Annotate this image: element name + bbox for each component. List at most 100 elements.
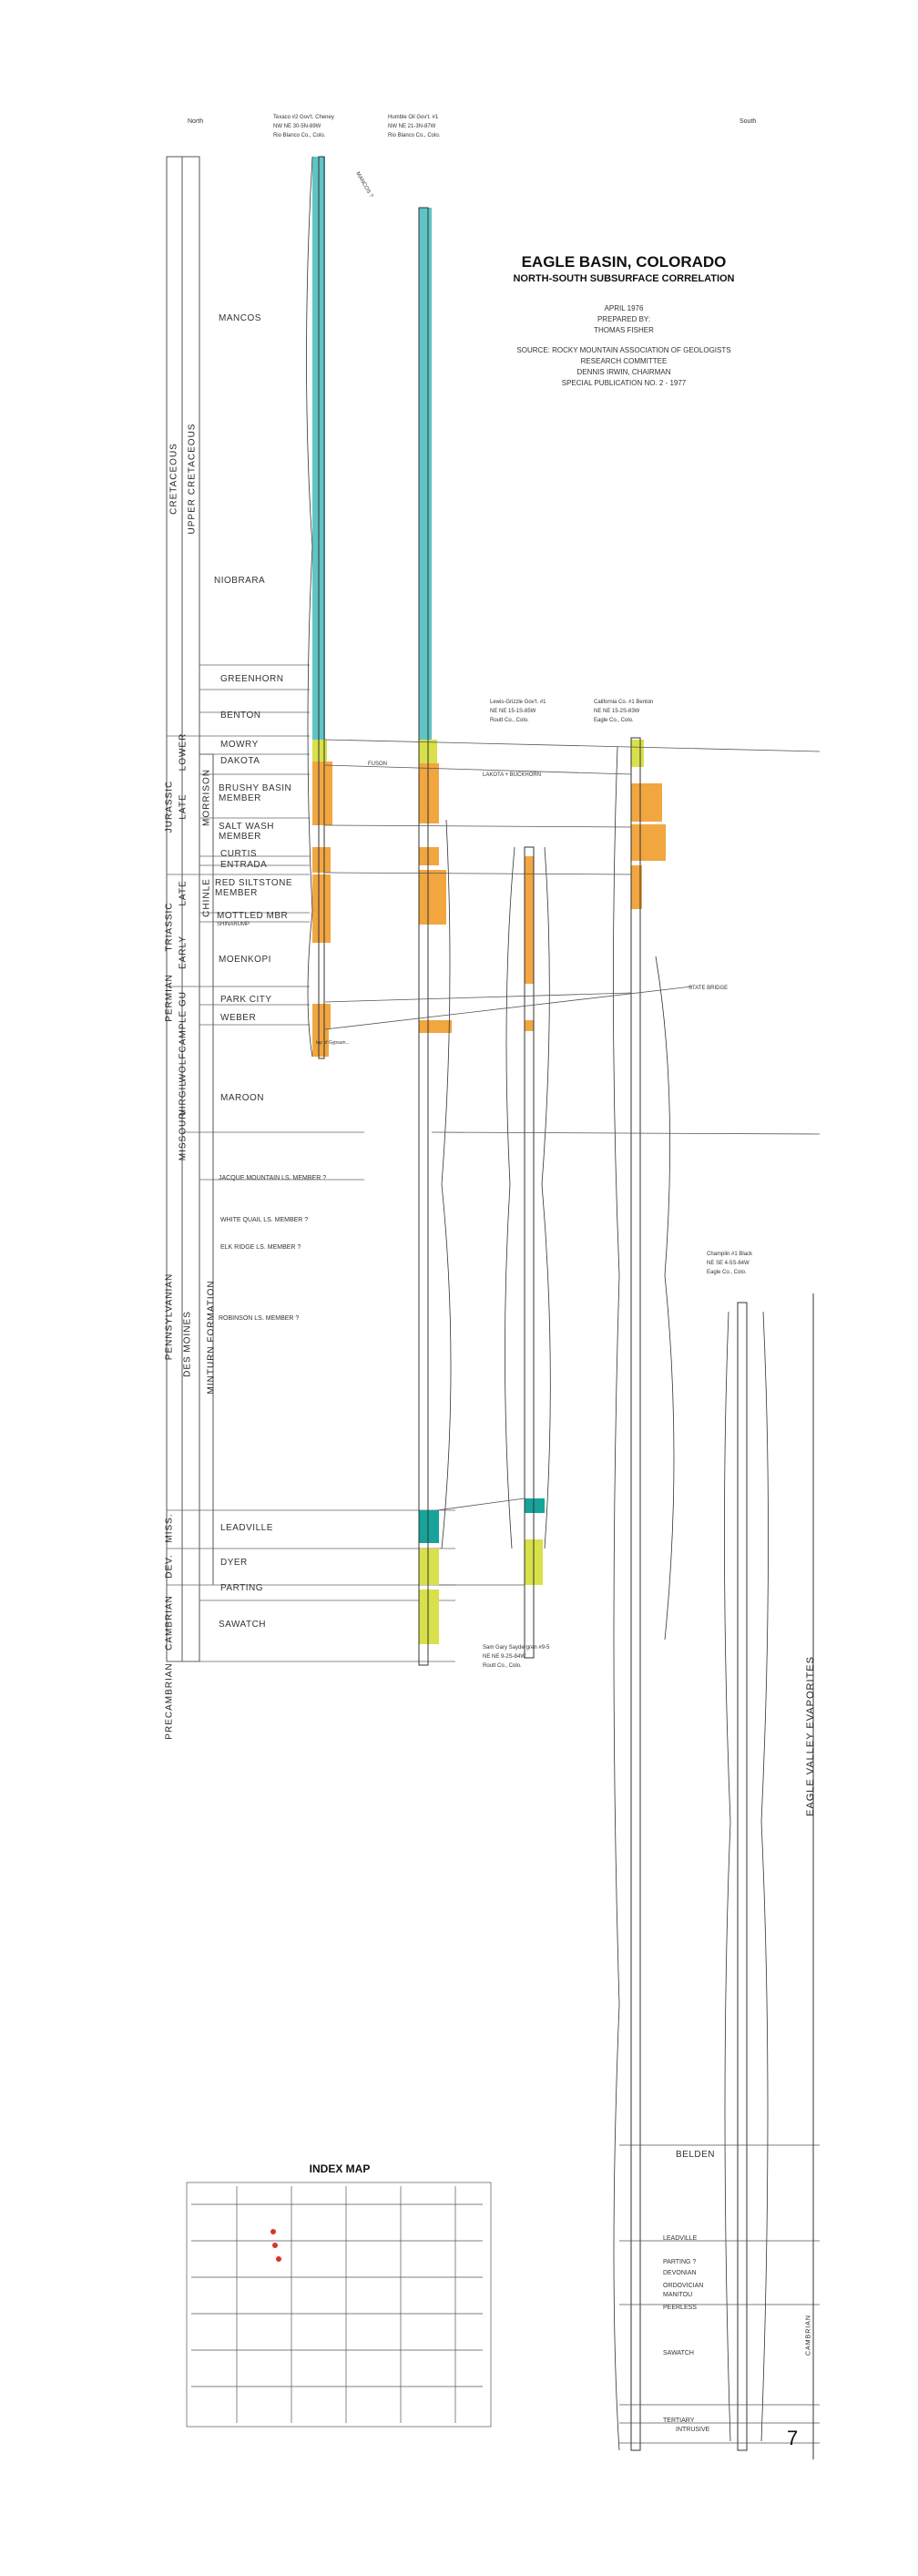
fm-mancos: MANCOS [219, 313, 261, 323]
fm-dyer: DYER [220, 1558, 248, 1568]
cal-orange-fill-3 [631, 865, 642, 909]
source-text: SOURCE: ROCKY MOUNTAIN ASSOCIATION OF GE… [516, 346, 731, 354]
well-name-3: Lewis-Grizzle Gov't. #1 [490, 700, 546, 705]
system-pennsylvanian: PENNSYLVANIAN [164, 1273, 175, 1361]
fm-curtis: CURTIS [220, 849, 258, 859]
anno-state-bridge: STATE BRIDGE [688, 986, 729, 991]
well-county-2: Rio Blanco Co., Colo. [388, 133, 441, 138]
series-late-jurassic: LATE [178, 793, 189, 820]
well-log-lewis-grizzle [505, 846, 551, 1659]
prepared-by-text: PREPARED BY: [597, 315, 651, 323]
chart-title: EAGLE BASIN, COLORADO [521, 253, 727, 271]
series-upper-cretaceous: UPPER CRETACEOUS [187, 423, 198, 535]
fm-mowry: MOWRY [220, 740, 259, 750]
fm-maroon: MAROON [220, 1093, 264, 1103]
dakota-yellow-fill [312, 740, 327, 762]
system-cretaceous: CRETACEOUS [168, 443, 179, 515]
cal-orange-fill-2 [631, 824, 666, 861]
well-loc-4: NE NE 15-2S-83W [594, 709, 640, 714]
well-county-1: Rio Blanco Co., Colo. [273, 133, 326, 138]
well-name-1: Texaco #2 Gov't. Cheney [273, 115, 334, 120]
anno-lakota: LAKOTA + BUCKHORN [483, 772, 542, 778]
well-name-5: Sam Gary Saydergren #9-5 [483, 1645, 550, 1651]
lewis-orange-fill [525, 856, 534, 984]
series-lower: LOWER [178, 732, 189, 772]
anno-fuson: FUSON [368, 762, 387, 767]
group-minturn: MINTURN FORMATION [206, 1280, 217, 1395]
mancos-cyan-fill-2 [419, 208, 432, 740]
group-chinle: CHINLE [201, 878, 212, 917]
well-county-3: Routt Co., Colo. [490, 718, 529, 723]
chinle-orange-fill [312, 874, 331, 943]
fm-shinarump: SHINARUMP [217, 922, 250, 927]
well-loc-3: NE NE 15-1S-85W [490, 709, 536, 714]
sawatch-yellow-fill [419, 1590, 439, 1644]
index-map [186, 2182, 492, 2428]
anno-manitou: MANITOU [663, 2292, 693, 2298]
page-number: 7 [787, 2427, 799, 2449]
well-county-6: Eagle Co., Colo. [707, 1270, 747, 1275]
fm-weber: WEBER [220, 1013, 257, 1023]
anno-ordovician: ORDOVICIAN [663, 2283, 704, 2289]
system-triassic: TRIASSIC [164, 902, 175, 952]
entrada-orange-fill-2 [419, 847, 439, 865]
well-name-2: Humble Oil Gov't. #1 [388, 115, 439, 120]
fm-elk-ridge: ELK RIDGE LS. MEMBER ? [220, 1244, 301, 1251]
weber-orange-fill-2 [419, 1020, 452, 1033]
well-name-6: Champlin #1 Black [707, 1252, 753, 1257]
system-dev: DEV. [164, 1554, 175, 1579]
fm-entrada: ENTRADA [220, 860, 268, 870]
fm-jacque-mountain: JACQUE MOUNTAIN LS. MEMBER ? [219, 1175, 327, 1181]
chart-subtitle: NORTH-SOUTH SUBSURFACE CORRELATION [513, 273, 735, 284]
well-county-5: Routt Co., Colo. [483, 1663, 522, 1669]
anno-cambrian: CAMBRIAN [805, 2315, 812, 2356]
system-permian: PERMIAN [164, 974, 175, 1022]
author-text: THOMAS FISHER [594, 326, 654, 334]
fm-salt-wash: SALT WASH MEMBER [219, 822, 274, 842]
dyer-yellow-fill [419, 1549, 439, 1585]
north-label: North [188, 118, 204, 125]
anno-belden: BELDEN [676, 2150, 716, 2160]
leadville-teal-fill [419, 1510, 439, 1543]
well-county-4: Eagle Co., Colo. [594, 718, 634, 723]
fm-sawatch: SAWATCH [219, 1620, 267, 1630]
cal-yellow-fill [631, 740, 644, 767]
correlation-lines [324, 739, 821, 2444]
date-text: APRIL 1976 [604, 304, 644, 312]
fm-dakota: DAKOTA [220, 756, 260, 766]
series-late-triassic: LATE [178, 880, 189, 906]
well-log-texaco [306, 156, 332, 1059]
well-loc-2: NW NE 21-3N-87W [388, 124, 436, 129]
fm-white-quail: WHITE QUAIL LS. MEMBER ? [220, 1217, 309, 1223]
map-well-marker [270, 2229, 276, 2234]
well-log-champlin [724, 1302, 769, 2451]
well-log-humble [418, 207, 452, 1666]
weber-orange-fill [312, 1004, 331, 1029]
anno-sawatch-2: SAWATCH [663, 2350, 694, 2356]
well-loc-6: NE SE 4-5S-84W [707, 1261, 750, 1266]
system-jurassic: JURASSIC [164, 780, 175, 833]
fm-niobrara: NIOBRARA [214, 576, 266, 586]
south-label: South [740, 118, 757, 125]
committee-text: RESEARCH COMMITTEE [580, 357, 668, 365]
map-well-marker [272, 2243, 278, 2248]
chairman-text: DENNIS IRWIN, CHAIRMAN [576, 368, 671, 376]
fm-robinson: ROBINSON LS. MEMBER ? [219, 1315, 300, 1322]
anno-tertiary: TERTIARY [663, 2418, 695, 2424]
fm-red-siltstone: RED SILTSTONE MEMBER [215, 878, 293, 898]
fm-moenkopi: MOENKOPI [219, 955, 271, 965]
entrada-orange-fill [312, 847, 331, 873]
anno-parting-2: PARTING ? [663, 2259, 697, 2265]
well-log-california [613, 737, 675, 2451]
publication-text: SPECIAL PUBLICATION NO. 2 - 1977 [561, 379, 687, 387]
map-well-marker [276, 2256, 281, 2262]
anno-leadville-2: LEADVILLE [663, 2235, 698, 2242]
series-missouri: MISSOURI [178, 1108, 189, 1161]
anno-eagle-valley: EAGLE VALLEY EVAPORITES [805, 1656, 816, 1816]
fm-mottled: MOTTLED MBR [217, 911, 289, 921]
fm-brushy-basin: BRUSHY BASIN MEMBER [219, 783, 292, 803]
fm-park-city: PARK CITY [220, 995, 272, 1005]
formation-boundaries [167, 664, 455, 1662]
group-morrison: MORRISON [201, 769, 212, 826]
fm-benton: BENTON [220, 710, 261, 721]
